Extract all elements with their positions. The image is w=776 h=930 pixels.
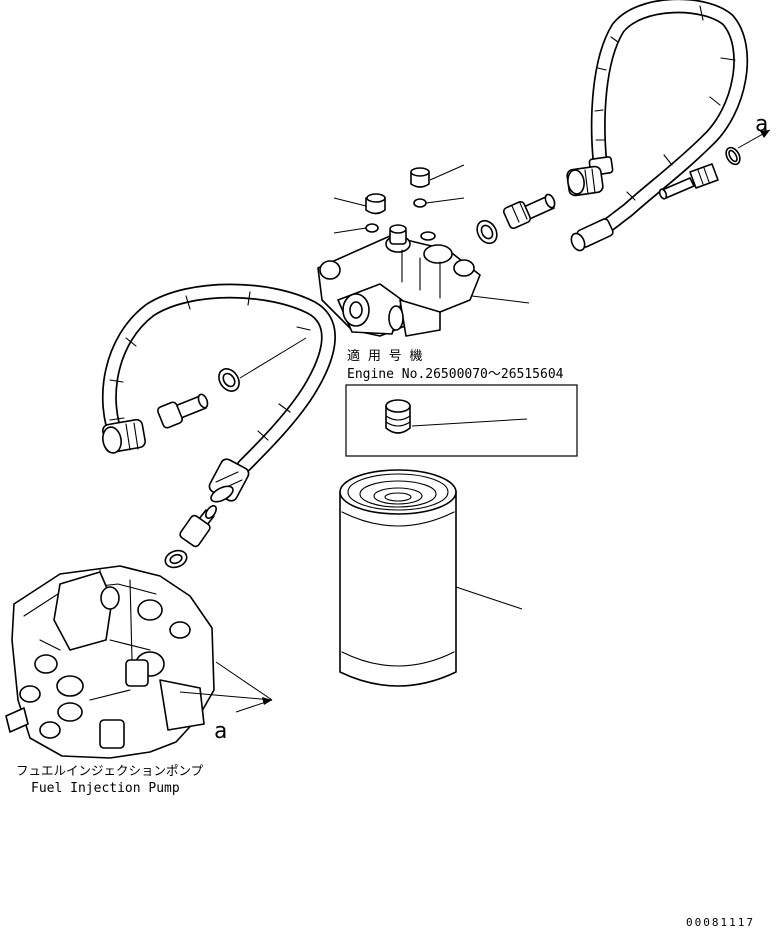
applicable-jp-label: 適 用 号 機 xyxy=(347,348,422,364)
applicability-note: 適 用 号 機 Engine No.26500070～26515604 xyxy=(345,348,578,457)
fuel-filter-cartridge xyxy=(339,469,457,687)
left-o-ring-upper xyxy=(218,368,240,392)
right-fuel-hose xyxy=(566,0,749,252)
drawing-number: 00081117 xyxy=(686,916,755,929)
center-connector xyxy=(502,193,556,230)
leader-lines xyxy=(239,164,530,610)
right-o-ring xyxy=(725,146,741,166)
center-gasket xyxy=(476,219,498,245)
right-connector-upper xyxy=(658,163,719,200)
arrow-a-left: a xyxy=(179,661,273,744)
applicable-en-label: Engine No.26500070～26515604 xyxy=(347,367,564,382)
left-connector-lower xyxy=(179,505,217,548)
arrow-a-left-label: a xyxy=(214,719,227,744)
applicability-box xyxy=(345,384,578,457)
applicable-plug-part xyxy=(385,399,411,434)
pump-jp-label: フュエルインジェクションポンプ xyxy=(16,763,204,778)
left-fuel-hose xyxy=(101,283,336,503)
fuel-injection-pump xyxy=(5,565,215,759)
pump-en-label: Fuel Injection Pump xyxy=(31,781,180,796)
left-connector-upper xyxy=(157,393,209,429)
filter-head xyxy=(317,224,481,337)
head-plug-left xyxy=(365,193,386,233)
left-o-ring-lower xyxy=(164,549,188,569)
arrow-a-right: a xyxy=(737,112,771,149)
head-plug-right xyxy=(410,167,430,208)
arrow-a-right-label: a xyxy=(755,112,768,137)
